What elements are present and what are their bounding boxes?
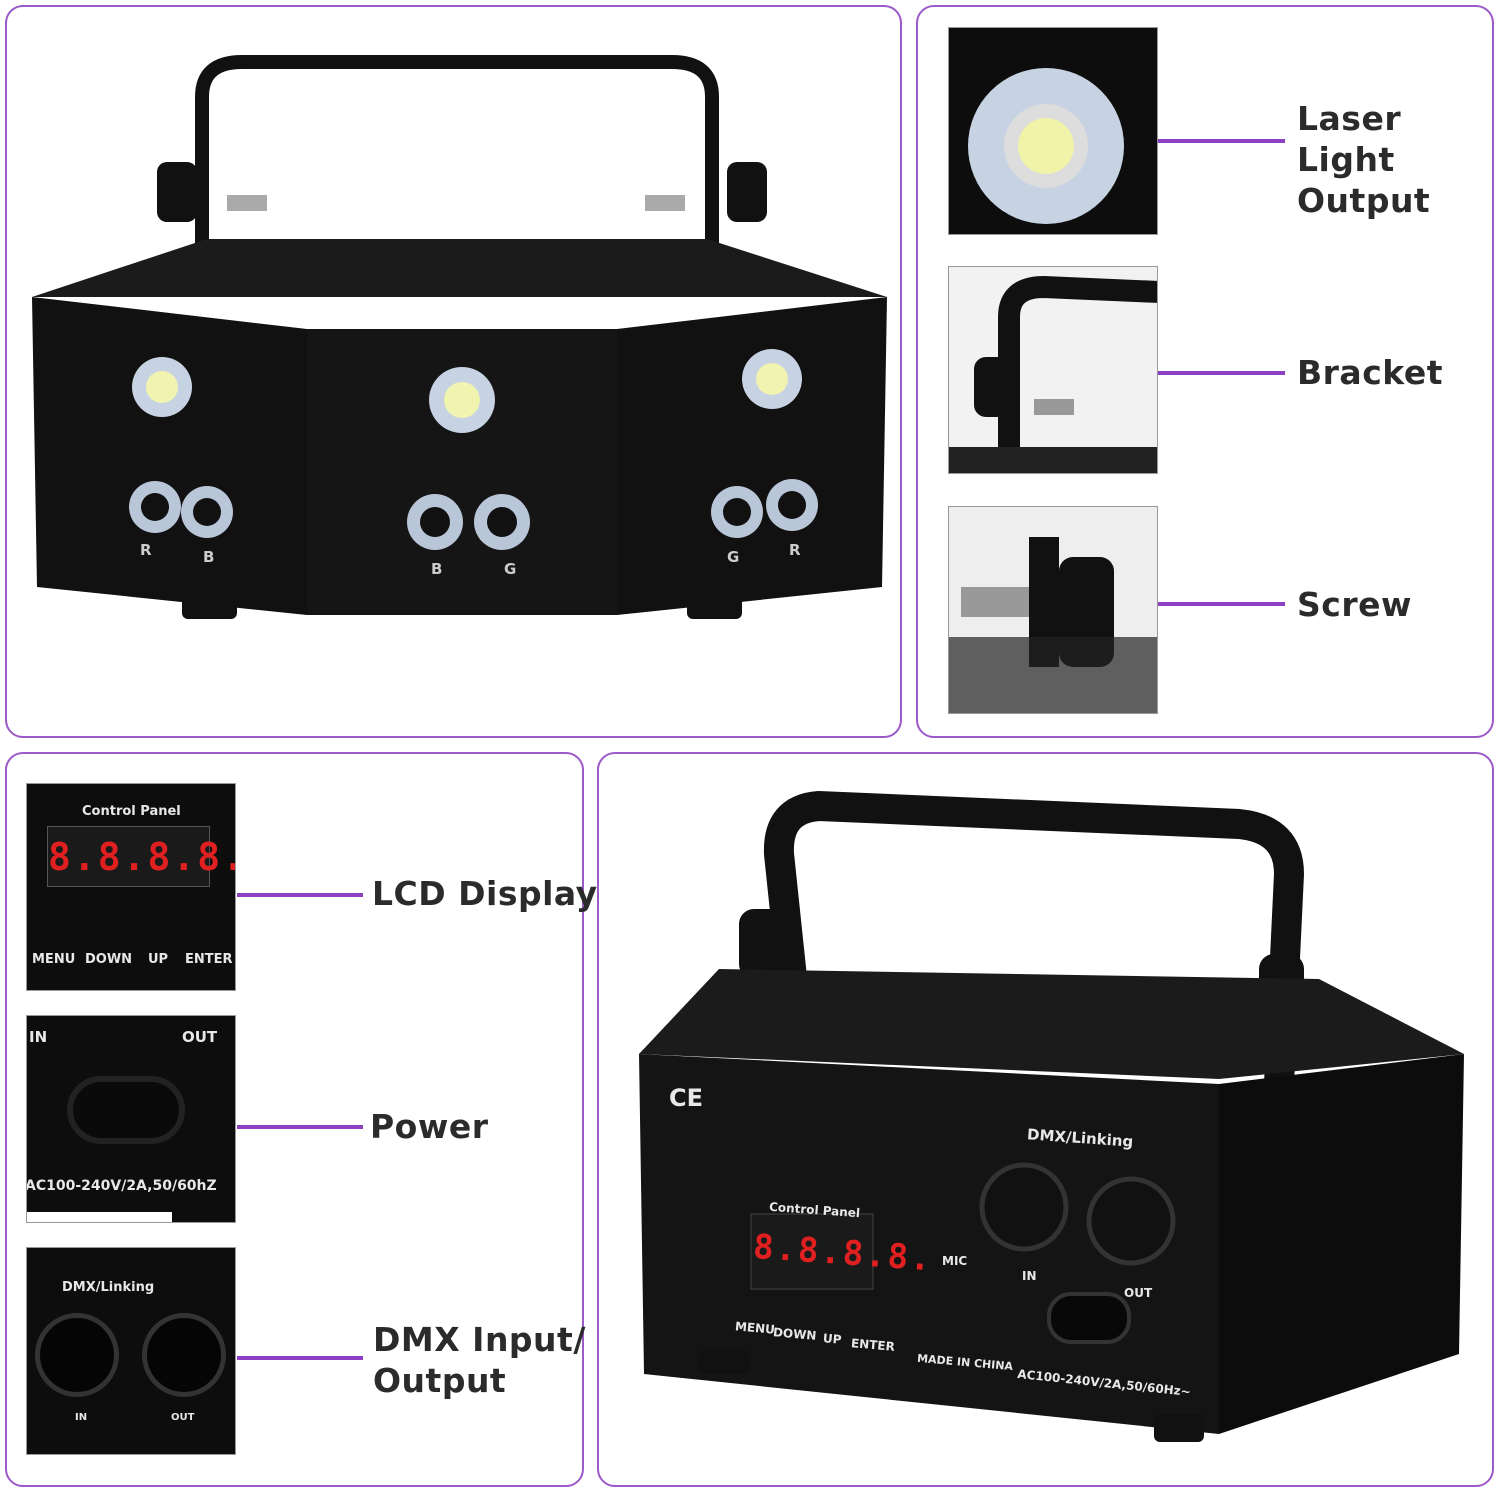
dmx-label: DMX Input/Output: [373, 1320, 586, 1400]
dmx-closeup: DMX/Linking IN OUT: [26, 1247, 236, 1455]
dmx-title: DMX/Linking: [62, 1280, 155, 1295]
button-label: UP: [148, 952, 169, 967]
laser-device-rear-image: [639, 790, 1464, 1442]
out-label: OUT: [1124, 1286, 1153, 1300]
in-label: IN: [1022, 1269, 1037, 1283]
out-label: OUT: [171, 1412, 195, 1423]
callout-line: [1158, 139, 1285, 143]
callout-line: [237, 1356, 363, 1360]
laser-device-front-image: R B B G G R: [32, 55, 887, 619]
channel-letter: R: [789, 541, 801, 559]
callout-line: [1158, 602, 1285, 606]
channel-letter: B: [203, 548, 214, 566]
callout-line: [237, 1125, 363, 1129]
lcd-closeup: Control Panel 8.8.8.8. MENU DOWN UP ENTE…: [26, 783, 236, 991]
out-label: OUT: [182, 1028, 218, 1046]
power-label: Power: [370, 1107, 489, 1146]
rear-view-panel: CE DMX/Linking Control Panel 8.8.8.8. MI…: [597, 752, 1494, 1487]
power-rating: AC100-240V/2A,50/60hZ: [26, 1178, 217, 1194]
callout-line: [237, 893, 363, 897]
laser-output-closeup: [948, 27, 1158, 235]
in-label: IN: [75, 1412, 88, 1423]
screw-closeup: [948, 506, 1158, 714]
channel-letter: G: [727, 548, 739, 566]
dmx-in-connector: [35, 1313, 119, 1397]
screw-label: Screw: [1297, 585, 1412, 624]
button-label: MENU: [32, 952, 76, 967]
in-label: IN: [29, 1028, 48, 1046]
power-closeup: IN OUT AC100-240V/2A,50/60hZ: [26, 1015, 236, 1223]
dmx-out-connector: [142, 1313, 226, 1397]
button-label: DOWN: [85, 952, 133, 967]
power-socket: [67, 1076, 185, 1144]
lcd-display: 8.8.8.8.: [47, 826, 235, 887]
bracket-label: Bracket: [1297, 353, 1443, 392]
ce-mark: CE: [669, 1084, 704, 1112]
front-view-panel: R B B G G R: [5, 5, 902, 738]
control-panel-title: Control Panel: [82, 804, 181, 819]
bracket-closeup: [948, 266, 1158, 474]
callout-line: [1158, 371, 1285, 375]
channel-letter: R: [140, 541, 152, 559]
channel-letter: G: [504, 560, 516, 578]
lcd-display: 8.8.8.8.: [751, 1226, 934, 1280]
button-label: UP: [822, 1331, 843, 1347]
button-label: ENTER: [185, 952, 233, 967]
channel-letter: B: [431, 560, 442, 578]
mic-label: MIC: [942, 1254, 968, 1268]
lcd-display-label: LCD Display: [372, 874, 598, 913]
